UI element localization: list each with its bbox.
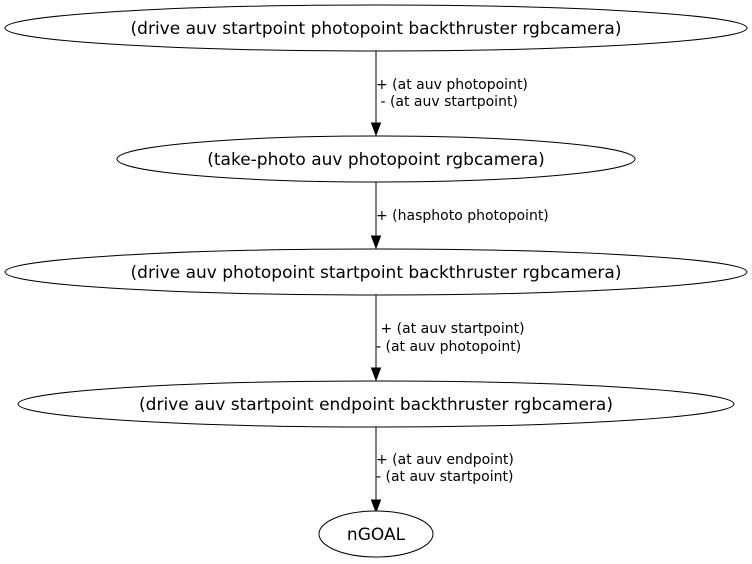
node-label: (drive auv startpoint photopoint backthr… (131, 19, 622, 39)
edge-label-line: - (at auv startpoint) (376, 469, 513, 485)
arrowhead-icon (370, 499, 382, 514)
plan-edge-2-3: + (at auv startpoint) - (at auv photopoi… (370, 295, 525, 382)
node-label: (drive auv startpoint endpoint backthrus… (139, 395, 613, 415)
node-label: (drive auv photopoint startpoint backthr… (131, 263, 622, 283)
edge-label-line: + (at auv startpoint) (376, 321, 525, 337)
plan-edge-1-2: + (hasphoto photopoint) (370, 182, 549, 250)
node-label: nGOAL (347, 525, 406, 545)
node-ellipse (318, 510, 434, 558)
plan-node-take-photo: (take-photo auv photopoint rgbcamera) (116, 135, 636, 183)
edge-label-line: + (at auv endpoint) (376, 452, 514, 468)
edge-label-line: - (at auv startpoint) (376, 94, 518, 110)
plan-edge-0-1: + (at auv photopoint) - (at auv startpoi… (370, 51, 528, 137)
edge-label-line: + (at auv photopoint) (376, 77, 528, 93)
edge-label-line: - (at auv photopoint) (376, 339, 521, 355)
arrowhead-icon (370, 235, 382, 250)
plan-node-drive-photopoint-startpoint: (drive auv photopoint startpoint backthr… (4, 248, 748, 296)
edge-label-line: + (hasphoto photopoint) (376, 208, 549, 224)
plan-edge-3-4: + (at auv endpoint) - (at auv startpoint… (370, 427, 514, 514)
node-label: (take-photo auv photopoint rgbcamera) (207, 150, 545, 170)
plan-node-goal: nGOAL (318, 510, 434, 558)
arrowhead-icon (370, 367, 382, 382)
arrowhead-icon (370, 122, 382, 137)
plan-node-drive-startpoint-endpoint: (drive auv startpoint endpoint backthrus… (17, 380, 735, 428)
plan-node-drive-startpoint-photopoint: (drive auv startpoint photopoint backthr… (4, 4, 748, 52)
